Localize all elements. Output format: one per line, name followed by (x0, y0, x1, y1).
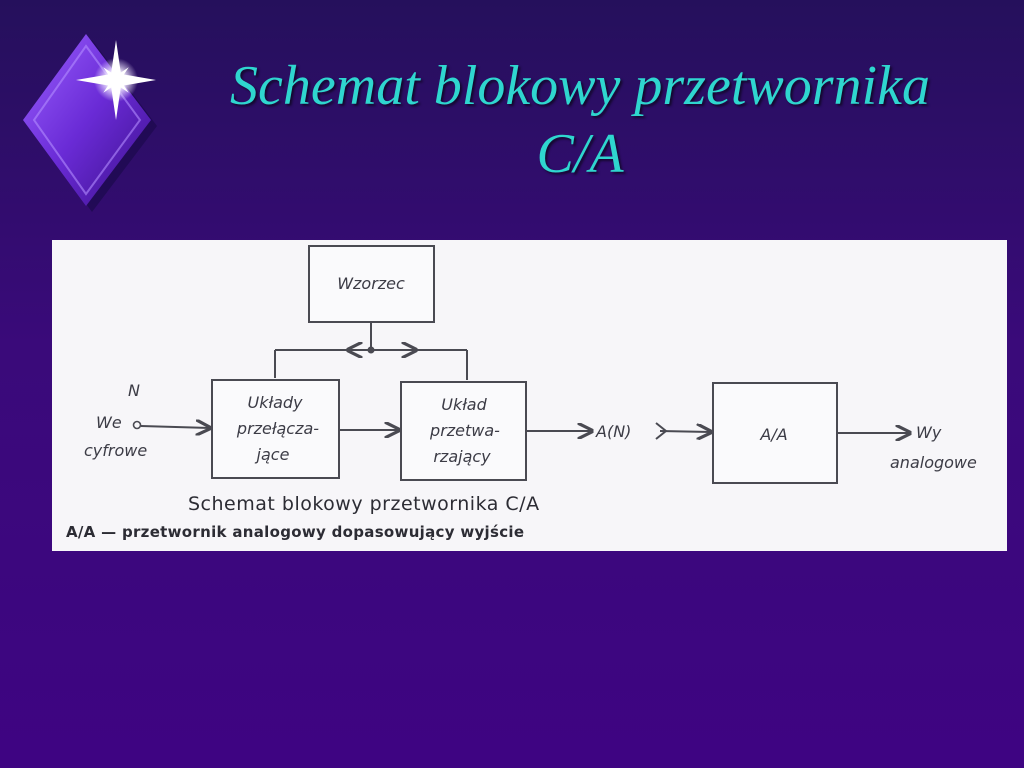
aa-block (712, 382, 838, 484)
uklady-przelaczajace-block (211, 379, 340, 479)
an-to-aa-arrow (659, 431, 711, 432)
diamond-star-logo-icon (23, 34, 157, 212)
uklady-label-line-1: Układy (248, 393, 304, 412)
input-terminal-circle (132, 420, 142, 430)
block-diagram: Wzorzec Układy przełącza- jące Układ prz… (66, 245, 977, 541)
input-n-label: N (128, 381, 140, 400)
uklady-label-line-3: jące (255, 445, 290, 464)
output-wy-label: Wy (916, 423, 942, 442)
input-we-label: We (96, 413, 122, 432)
uklady-label-line-2: przełącza- (236, 419, 319, 438)
uklad-label-line-3: rzający (433, 447, 491, 466)
uklad-label-line-1: Układ (441, 395, 487, 414)
input-arrow (140, 426, 210, 428)
wzorzec-label: Wzorzec (337, 274, 405, 293)
diagram-legend: A/A — przetwornik analogowy dopasowujący… (66, 523, 524, 541)
uklad-label-line-2: przetwa- (429, 421, 500, 440)
slide-title: Schemat blokowy przetwornika C/A (150, 52, 1010, 188)
uklad-przetwarzajacy-block (400, 381, 527, 481)
aa-block-label: A/A (759, 425, 787, 444)
slide-title-line-2: C/A (536, 123, 624, 185)
wzorzec-block (308, 245, 435, 323)
scanned-diagram-image: Wzorzec Układy przełącza- jące Układ prz… (52, 240, 1007, 551)
an-label: A(N) (595, 422, 631, 441)
an-chevron (655, 422, 668, 440)
input-cyfrowe-label: cyfrowe (84, 441, 147, 460)
diagram-caption: Schemat blokowy przetwornika C/A (188, 493, 540, 515)
output-analogowe-label: analogowe (890, 453, 977, 472)
slide-title-line-1: Schemat blokowy przetwornika (230, 55, 930, 117)
